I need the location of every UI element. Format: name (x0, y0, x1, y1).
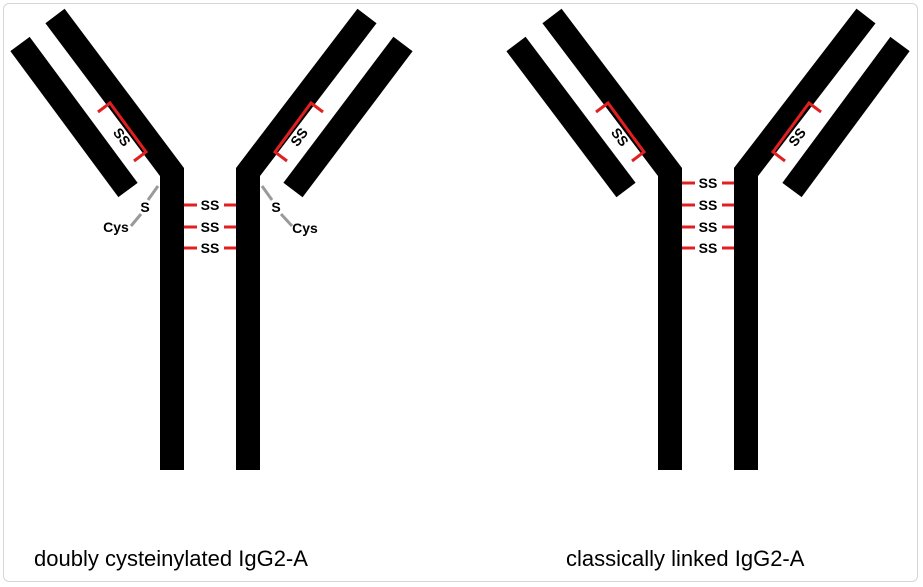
light-chain-right (283, 36, 413, 198)
ss-label: SS (201, 197, 220, 213)
intrachain-disulfide-left (97, 100, 149, 163)
cysteine-label: Cys (103, 219, 129, 235)
heavy-chain-right (734, 8, 876, 470)
sulfur-label: S (140, 199, 149, 215)
figure-frame (3, 3, 918, 582)
heavy-chain-left (542, 8, 682, 470)
ss-label: SS (699, 175, 718, 191)
cys-link-right (260, 185, 274, 201)
sulfur-label: S (271, 199, 280, 215)
cys-link-left (129, 213, 143, 227)
caption-left: doubly cysteinylated IgG2-A (34, 546, 308, 571)
antibody-left: SS SS SS SS SS S Cys S Cys (10, 8, 413, 470)
intrachain-disulfide-left (595, 100, 647, 163)
light-chain-left (506, 36, 636, 198)
cys-link-right (279, 212, 294, 228)
intrachain-disulfide-right (770, 100, 822, 163)
ss-label: SS (201, 219, 220, 235)
cysteine-label: Cys (292, 220, 318, 236)
heavy-chain-right (236, 8, 377, 470)
cys-link-left (146, 185, 160, 201)
light-chain-right (782, 36, 910, 198)
light-chain-left (10, 36, 138, 198)
caption-right: classically linked IgG2-A (566, 546, 805, 571)
intrachain-disulfide-right (272, 100, 324, 163)
ss-label: SS (699, 240, 718, 256)
ss-label: SS (699, 219, 718, 235)
ss-label: SS (201, 240, 220, 256)
ss-label: SS (699, 197, 718, 213)
antibody-right: SS SS SS SS SS SS (506, 8, 910, 470)
heavy-chain-left (45, 8, 184, 470)
